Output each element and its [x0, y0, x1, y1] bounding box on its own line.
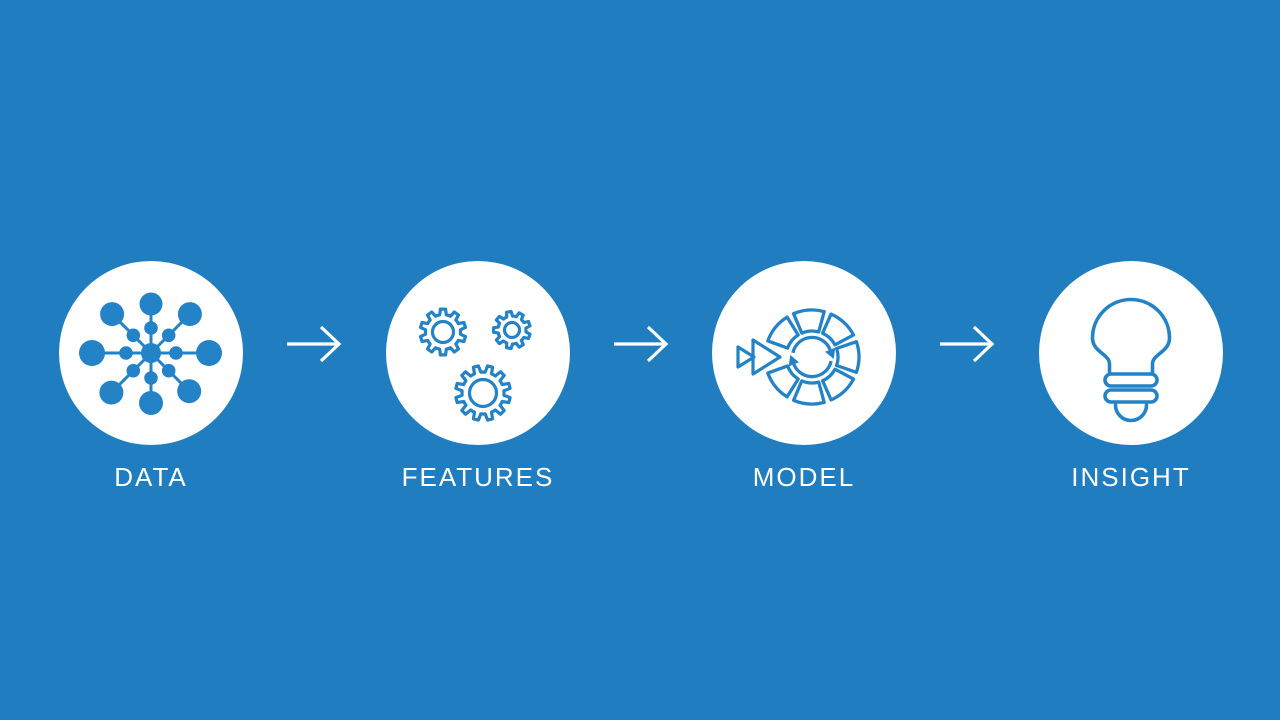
arrow-right-icon — [287, 325, 342, 363]
step-data-circle — [59, 261, 243, 445]
step-model-circle — [712, 261, 896, 445]
step-insight-label: INSIGHT — [1071, 462, 1191, 492]
step-data-label: DATA — [114, 462, 188, 492]
step-features-label: FEATURES — [401, 462, 555, 492]
arrow-right-icon — [940, 325, 995, 363]
lightbulb-icon — [1090, 297, 1172, 423]
step-features: FEATURES — [368, 261, 588, 501]
step-model: MODEL — [694, 261, 914, 501]
model-iteration-icon — [736, 308, 861, 406]
arrow-right-icon — [614, 325, 669, 363]
data-network-icon — [79, 292, 222, 415]
step-data: DATA — [41, 261, 261, 501]
gears-icon — [418, 307, 532, 422]
step-insight-circle — [1039, 261, 1223, 445]
step-features-circle — [386, 261, 570, 445]
step-insight: INSIGHT — [1021, 261, 1241, 501]
step-model-label: MODEL — [752, 462, 856, 492]
